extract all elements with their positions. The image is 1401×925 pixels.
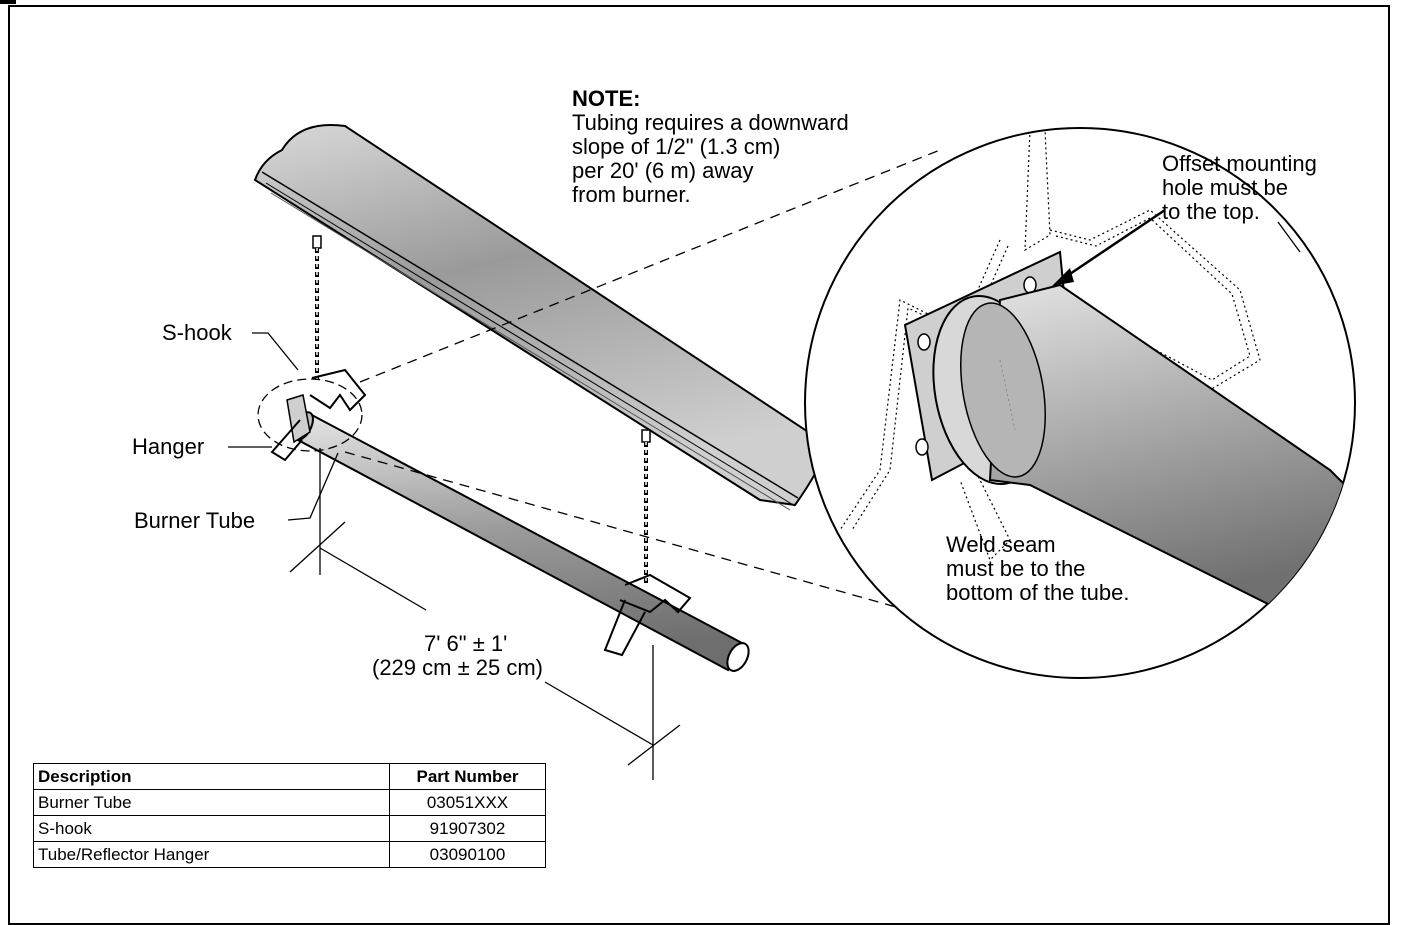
detail-view (804, 127, 1356, 679)
note-line: slope of 1/2" (1.3 cm) (572, 134, 781, 159)
detail-callout-ellipse (257, 378, 363, 452)
offset-note-line: Offset mounting (1162, 151, 1317, 176)
weld-note-line: Weld seam (946, 532, 1056, 557)
weld-note-line: must be to the (946, 556, 1086, 581)
note-line: Tubing requires a downward (572, 110, 849, 135)
offset-note-line: hole must be (1162, 175, 1288, 200)
parts-table: Description Part Number Burner Tube 0305… (33, 763, 546, 868)
hanger-right (603, 573, 692, 657)
corner-mark (0, 0, 16, 4)
column-header-description: Description (33, 763, 390, 790)
table-row: S-hook 91907302 (33, 815, 546, 842)
s-hook-label: S-hook (162, 320, 232, 345)
column-header-part-number: Part Number (389, 763, 546, 790)
note-title: NOTE: (572, 86, 641, 111)
weld-seam-note: Weld seam must be to the bottom of the t… (946, 533, 1129, 605)
description-cell: S-hook (33, 815, 390, 842)
table-row: Burner Tube 03051XXX (33, 789, 546, 816)
note-line: per 20' (6 m) away (572, 158, 754, 183)
note-block: NOTE: Tubing requires a downward slope o… (572, 87, 849, 207)
part-number-cell: 03051XXX (389, 789, 546, 816)
offset-hole-note: Offset mounting hole must be to the top. (1162, 152, 1317, 224)
dimension-label-metric: (229 cm ± 25 cm) (372, 655, 544, 680)
description-cell: Burner Tube (33, 789, 390, 816)
part-number-cell: 03090100 (389, 841, 546, 868)
description-cell: Tube/Reflector Hanger (33, 841, 390, 868)
table-row: Tube/Reflector Hanger 03090100 (33, 841, 546, 868)
hanger-label: Hanger (132, 434, 205, 459)
table-header-row: Description Part Number (33, 763, 546, 790)
leader-lines (228, 332, 339, 521)
chain-right (641, 429, 651, 585)
offset-note-line: to the top. (1162, 199, 1260, 224)
dimension-lines (289, 448, 681, 780)
dimension-label-imperial: 7' 6" ± 1' (424, 631, 508, 656)
chain-left (312, 235, 322, 380)
projection-lines (344, 149, 961, 626)
hanger-left (270, 368, 367, 462)
part-number-cell: 91907302 (389, 815, 546, 842)
installation-diagram (228, 124, 1356, 780)
burner-tube-label: Burner Tube (134, 508, 256, 533)
weld-note-line: bottom of the tube. (946, 580, 1130, 605)
note-line: from burner. (572, 182, 691, 207)
burner-tube (286, 394, 750, 672)
